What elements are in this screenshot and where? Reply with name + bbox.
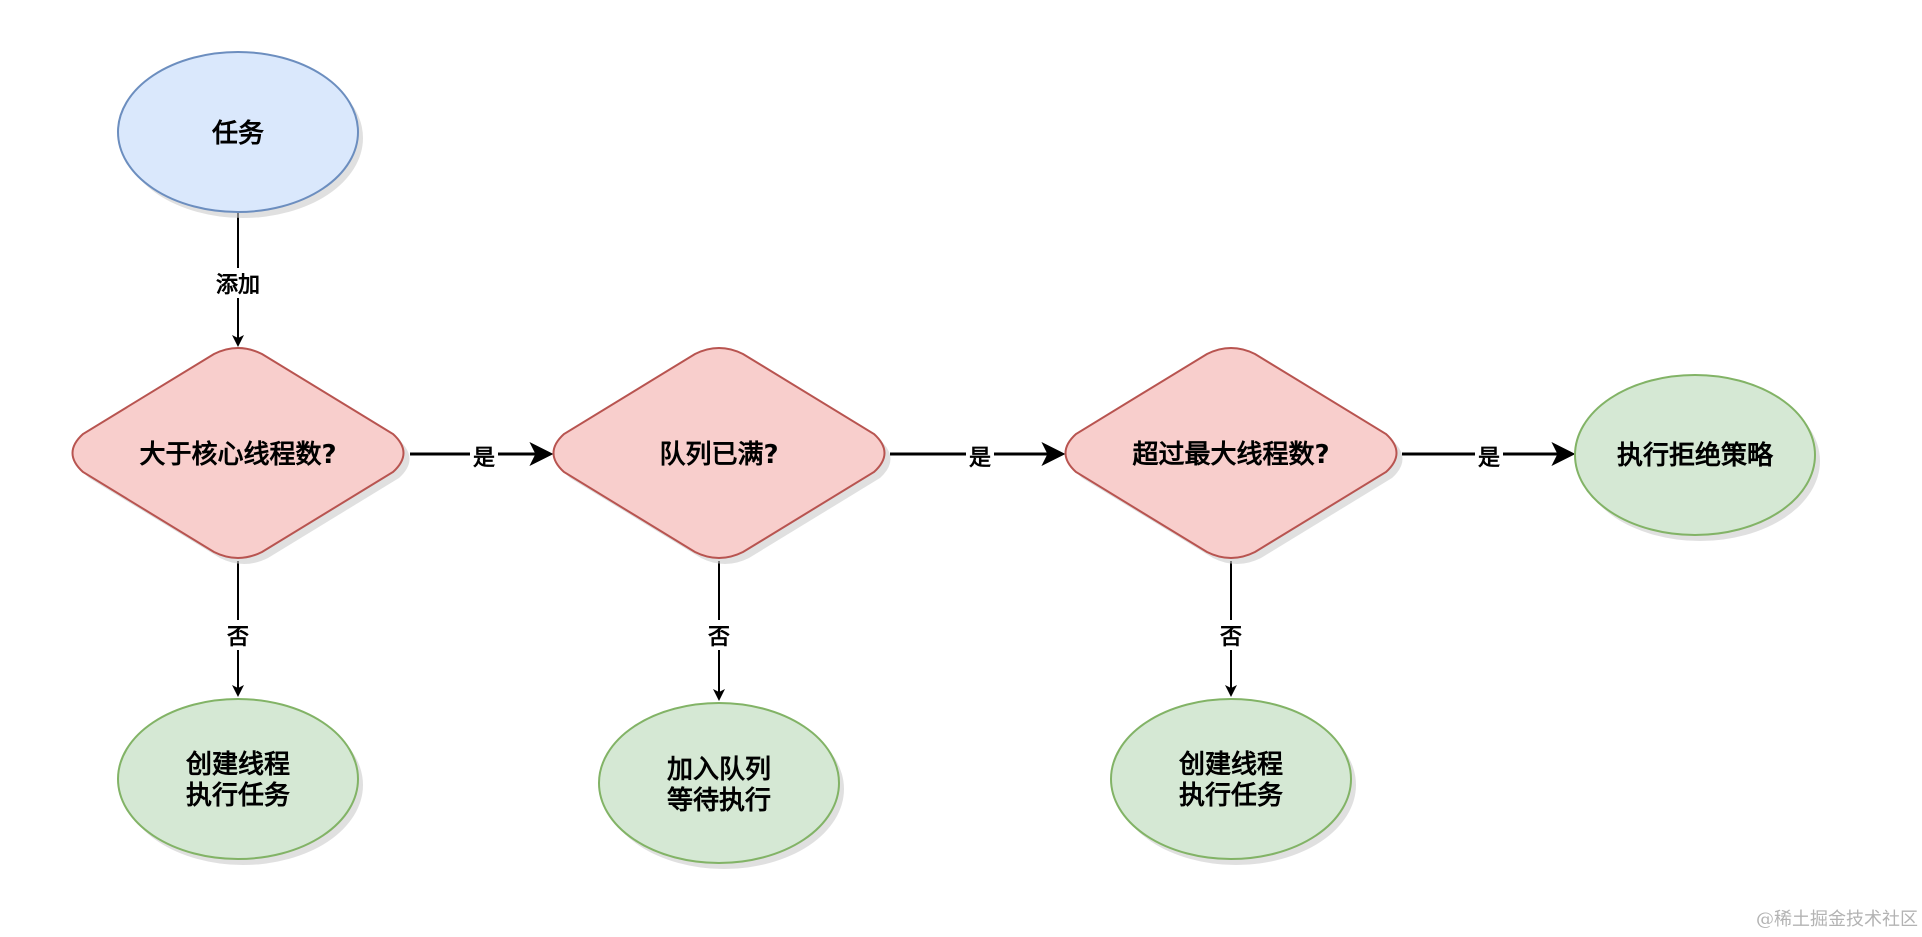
- node-create-thread-2-line2: 执行任务: [1179, 780, 1283, 811]
- node-task[interactable]: 任务: [117, 51, 363, 218]
- node-create-thread-1-line1: 创建线程: [185, 750, 290, 780]
- edge-label-max-no: 否: [1219, 625, 1242, 650]
- node-create-thread-2[interactable]: 创建线程 执行任务: [1110, 698, 1356, 865]
- node-create-thread-1[interactable]: 创建线程 执行任务: [117, 698, 363, 865]
- edge-queue-yes: 是: [890, 440, 1066, 471]
- edge-max-yes: 是: [1402, 440, 1576, 471]
- edge-core-no: 否: [224, 561, 252, 697]
- node-decision-core-label: 大于核心线程数?: [139, 439, 336, 470]
- node-task-label: 任务: [211, 119, 264, 149]
- edge-queue-no: 否: [705, 561, 733, 701]
- node-decision-core[interactable]: 大于核心线程数?: [71, 347, 410, 564]
- node-create-thread-1-line2: 执行任务: [186, 780, 290, 811]
- edge-label-max-yes: 是: [1478, 446, 1500, 471]
- edge-label-add: 添加: [216, 273, 260, 298]
- node-decision-queue-label: 队列已满?: [659, 440, 778, 470]
- node-enqueue[interactable]: 加入队列 等待执行: [598, 702, 844, 869]
- node-enqueue-line1: 加入队列: [667, 755, 771, 785]
- edge-label-core-no: 否: [226, 625, 249, 650]
- node-enqueue-line2: 等待执行: [667, 785, 771, 816]
- edge-label-queue-no: 否: [707, 625, 730, 650]
- watermark: @稀土掘金技术社区: [1756, 909, 1918, 930]
- node-decision-queue[interactable]: 队列已满?: [552, 347, 891, 564]
- node-create-thread-2-line1: 创建线程: [1178, 750, 1283, 780]
- edge-max-no: 否: [1217, 561, 1245, 697]
- edge-label-core-yes: 是: [473, 446, 495, 471]
- edge-add: 添加: [210, 213, 266, 347]
- node-decision-max[interactable]: 超过最大线程数?: [1064, 347, 1403, 564]
- edge-core-yes: 是: [410, 440, 554, 471]
- node-reject[interactable]: 执行拒绝策略: [1574, 374, 1820, 541]
- node-decision-max-label: 超过最大线程数?: [1132, 440, 1329, 470]
- edge-label-queue-yes: 是: [969, 446, 991, 471]
- node-reject-label: 执行拒绝策略: [1617, 440, 1774, 471]
